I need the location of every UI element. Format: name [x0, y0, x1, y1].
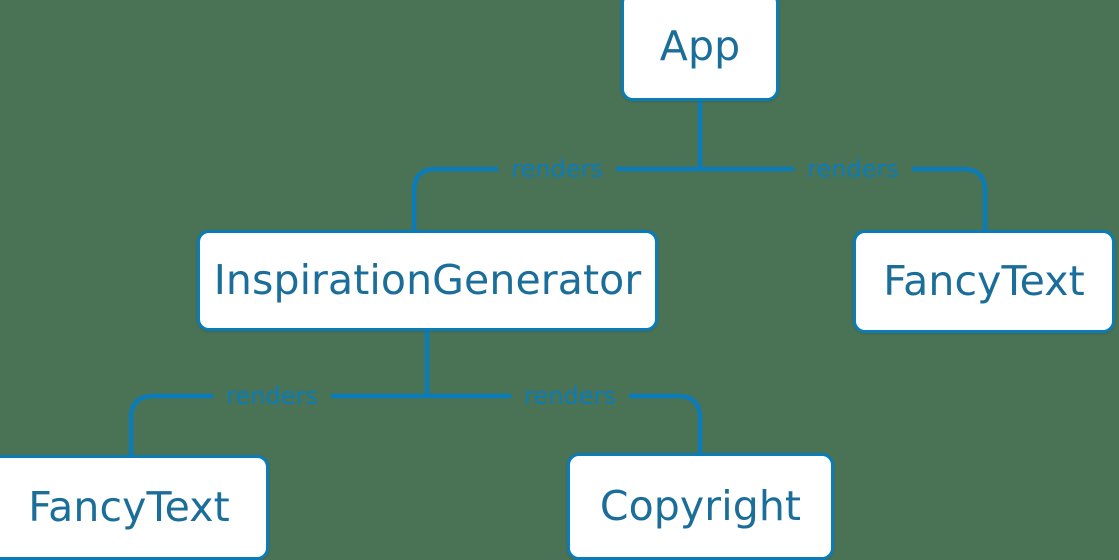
node-app-label: App	[659, 21, 741, 70]
edge-label-app-to-fancytext-right: renders	[794, 155, 912, 183]
edge-label-inspiration-to-copyright: renders	[511, 382, 629, 410]
node-copyright-label: Copyright	[599, 482, 802, 530]
edge-label-app-to-inspiration: renders	[498, 155, 616, 183]
node-app[interactable]: App	[621, 0, 779, 101]
node-fancytext-right-label: FancyText	[883, 257, 1085, 305]
node-fancytext-left[interactable]: FancyText	[0, 455, 269, 560]
node-inspiration-generator[interactable]: InspirationGenerator	[197, 230, 658, 331]
edge-label-inspiration-to-fancytext-left: renders	[213, 382, 331, 410]
node-copyright[interactable]: Copyright	[567, 453, 834, 560]
node-fancytext-right[interactable]: FancyText	[853, 230, 1115, 333]
node-inspiration-generator-label: InspirationGenerator	[213, 256, 642, 304]
node-fancytext-left-label: FancyText	[28, 483, 230, 531]
